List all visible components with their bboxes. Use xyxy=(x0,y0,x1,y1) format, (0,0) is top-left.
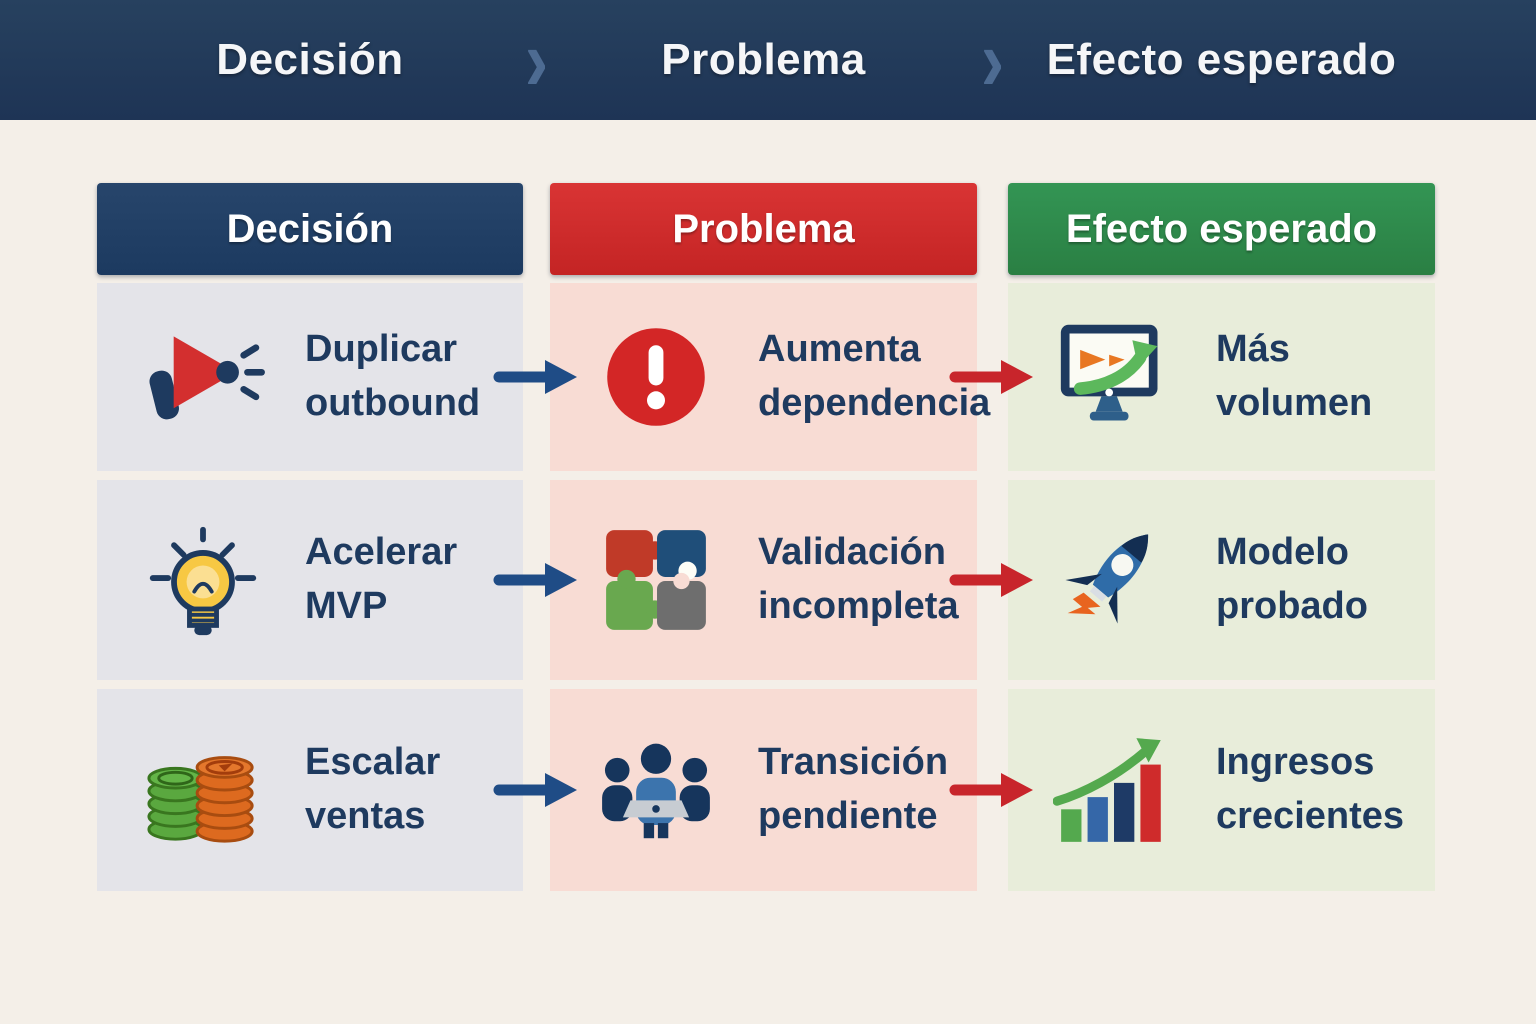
spacer xyxy=(977,183,1008,275)
banner-label-problema: Problema xyxy=(661,35,866,84)
cell-decision-ventas: Escalar ventas xyxy=(97,689,523,891)
cell-label: Ingresos crecientes xyxy=(1216,741,1405,837)
cell-label: Aumenta dependencia xyxy=(758,328,991,424)
cell-efecto-ingresos: Ingresos crecientes xyxy=(1008,689,1435,891)
banner-label-decision: Decisión xyxy=(216,35,404,84)
arrow-right-red-icon xyxy=(949,480,1033,680)
team-icon xyxy=(590,738,722,842)
growth-chart-icon xyxy=(1048,734,1180,846)
arrow-right-red-icon xyxy=(949,689,1033,891)
monitor-growth-icon xyxy=(1048,319,1180,435)
arrow-right-blue-icon xyxy=(493,283,577,471)
alert-icon xyxy=(590,324,722,430)
cell-label: Acelerar MVP xyxy=(305,531,458,627)
chevron-right-icon: › xyxy=(524,11,549,109)
spacer xyxy=(523,183,550,275)
coins-icon xyxy=(137,731,269,849)
cell-decision-duplicar: Duplicar outbound xyxy=(97,283,523,471)
decision-table: Decisión Problema Efecto esperado Duplic… xyxy=(97,183,1435,891)
cell-label: Validación incompleta xyxy=(758,531,959,627)
column-header-problema: Problema xyxy=(550,183,977,275)
rocket-icon xyxy=(1048,520,1180,640)
cell-label: Transición pendiente xyxy=(758,741,949,837)
banner-label-efecto: Efecto esperado xyxy=(1046,35,1397,84)
megaphone-icon xyxy=(137,325,269,429)
arrow-right-red-icon xyxy=(949,283,1033,471)
cell-label: Modelo probado xyxy=(1216,531,1368,627)
cell-decision-mvp: Acelerar MVP xyxy=(97,480,523,680)
cell-problema-transicion: Transición pendiente xyxy=(550,689,977,891)
cell-problema-dependencia: Aumenta dependencia xyxy=(550,283,991,471)
cell-label: Más volumen xyxy=(1216,328,1373,424)
arrow-right-blue-icon xyxy=(493,689,577,891)
puzzle-icon xyxy=(590,524,722,636)
cell-label: Escalar ventas xyxy=(305,741,441,837)
banner-grid: Decisión › Problema › Efecto esperado xyxy=(97,0,1435,120)
cell-efecto-modelo: Modelo probado xyxy=(1008,480,1435,680)
column-header-decision: Decisión xyxy=(97,183,523,275)
cell-label: Duplicar outbound xyxy=(305,328,481,424)
cell-problema-validacion: Validación incompleta xyxy=(550,480,977,680)
title-banner: Decisión › Problema › Efecto esperado xyxy=(0,0,1536,120)
column-header-efecto: Efecto esperado xyxy=(1008,183,1435,275)
arrow-right-blue-icon xyxy=(493,480,577,680)
cell-efecto-volumen: Más volumen xyxy=(1008,283,1435,471)
chevron-right-icon: › xyxy=(980,11,1005,109)
lightbulb-icon xyxy=(137,522,269,638)
